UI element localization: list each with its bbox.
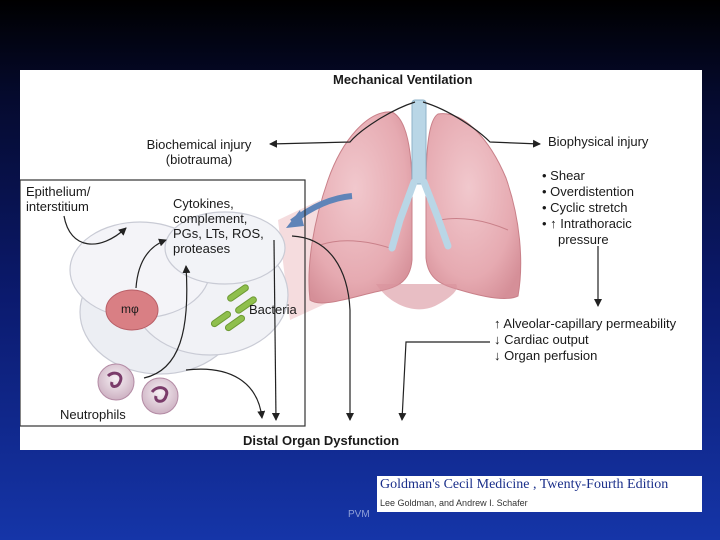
arrow-to-biochemical bbox=[269, 101, 416, 148]
diagram-figure: Mechanical Ventilation Biochemical injur… bbox=[20, 70, 702, 450]
neutrophils-label: Neutrophils bbox=[60, 407, 126, 422]
epithelium-line1: Epithelium/ bbox=[26, 184, 91, 199]
biophysical-list: • Shear • Overdistention • Cyclic stretc… bbox=[542, 168, 634, 248]
bacteria-label: Bacteria bbox=[249, 302, 297, 317]
effects-list: ↑ Alveolar-capillary permeability ↓ Card… bbox=[494, 316, 676, 364]
biochemical-line2: (biotrauma) bbox=[165, 152, 233, 167]
effect-item: ↓ Cardiac output bbox=[494, 332, 589, 347]
citation-authors: Lee Goldman, and Andrew I. Schafer bbox=[380, 498, 528, 508]
mediators-label: Cytokines, complement, PGs, LTs, ROS, pr… bbox=[173, 196, 264, 256]
distal-organ-dysfunction-label: Distal Organ Dysfunction bbox=[243, 433, 400, 448]
epithelium-label: Epithelium/ interstitium bbox=[26, 184, 90, 214]
bacteria-rods bbox=[210, 284, 257, 332]
alveolar-sacs bbox=[69, 211, 289, 375]
heart-shadow bbox=[376, 284, 457, 310]
footer-label: PVM bbox=[348, 509, 370, 520]
trachea bbox=[411, 99, 427, 185]
biophysical-item: • Shear bbox=[542, 168, 585, 183]
biochemical-injury-label: Biochemical injury (biotrauma) bbox=[134, 137, 264, 167]
biophysical-item: • Cyclic stretch bbox=[542, 200, 628, 215]
citation-box: Goldman's Cecil Medicine , Twenty-Fourth… bbox=[377, 476, 702, 512]
lung-fissure-right bbox=[439, 217, 509, 231]
left-lung bbox=[308, 111, 413, 304]
inset-box bbox=[20, 179, 306, 427]
citation-title: Goldman's Cecil Medicine , Twenty-Fourth… bbox=[380, 477, 669, 492]
diagram-artwork bbox=[20, 99, 602, 427]
epithelium-line2: interstitium bbox=[26, 199, 89, 214]
biophysical-item: • ↑ Intrathoracic bbox=[542, 216, 632, 231]
effect-item: ↑ Alveolar-capillary permeability bbox=[494, 316, 677, 331]
arrow-mediators-down bbox=[271, 239, 280, 421]
mediator-item: complement, bbox=[173, 211, 248, 226]
arrow-macrophage-to-mediators bbox=[135, 238, 167, 289]
arrow-neutrophil-to-outcome bbox=[185, 368, 266, 419]
right-lung bbox=[425, 113, 522, 299]
neutrophil-cells bbox=[97, 363, 179, 415]
mediator-item: PGs, LTs, ROS, bbox=[173, 226, 264, 241]
arrow-epithelium-to-mediators bbox=[63, 215, 127, 245]
arrow-to-biophysical bbox=[422, 101, 541, 148]
arrow-effects-to-outcome bbox=[398, 341, 490, 421]
biochemical-line1: Biochemical injury bbox=[146, 137, 252, 152]
biophysical-injury-label: Biophysical injury bbox=[548, 134, 649, 149]
macrophage-cell bbox=[105, 289, 159, 331]
effect-item: ↓ Organ perfusion bbox=[494, 348, 598, 363]
mediator-item: proteases bbox=[173, 241, 231, 256]
mediator-item: Cytokines, bbox=[173, 196, 234, 211]
biophysical-item: • Overdistention bbox=[542, 184, 634, 199]
arrow-neutrophil-to-mediators bbox=[143, 265, 191, 379]
macrophage-label: mφ bbox=[121, 302, 139, 316]
arrow-mediators-to-outcome bbox=[291, 235, 354, 421]
biophysical-item: pressure bbox=[558, 232, 609, 247]
lung-fissure-left bbox=[319, 240, 391, 249]
lungs-illustration bbox=[308, 99, 522, 310]
right-bronchus bbox=[420, 178, 452, 250]
left-bronchus bbox=[388, 178, 418, 252]
title-mechanical-ventilation: Mechanical Ventilation bbox=[333, 72, 473, 87]
